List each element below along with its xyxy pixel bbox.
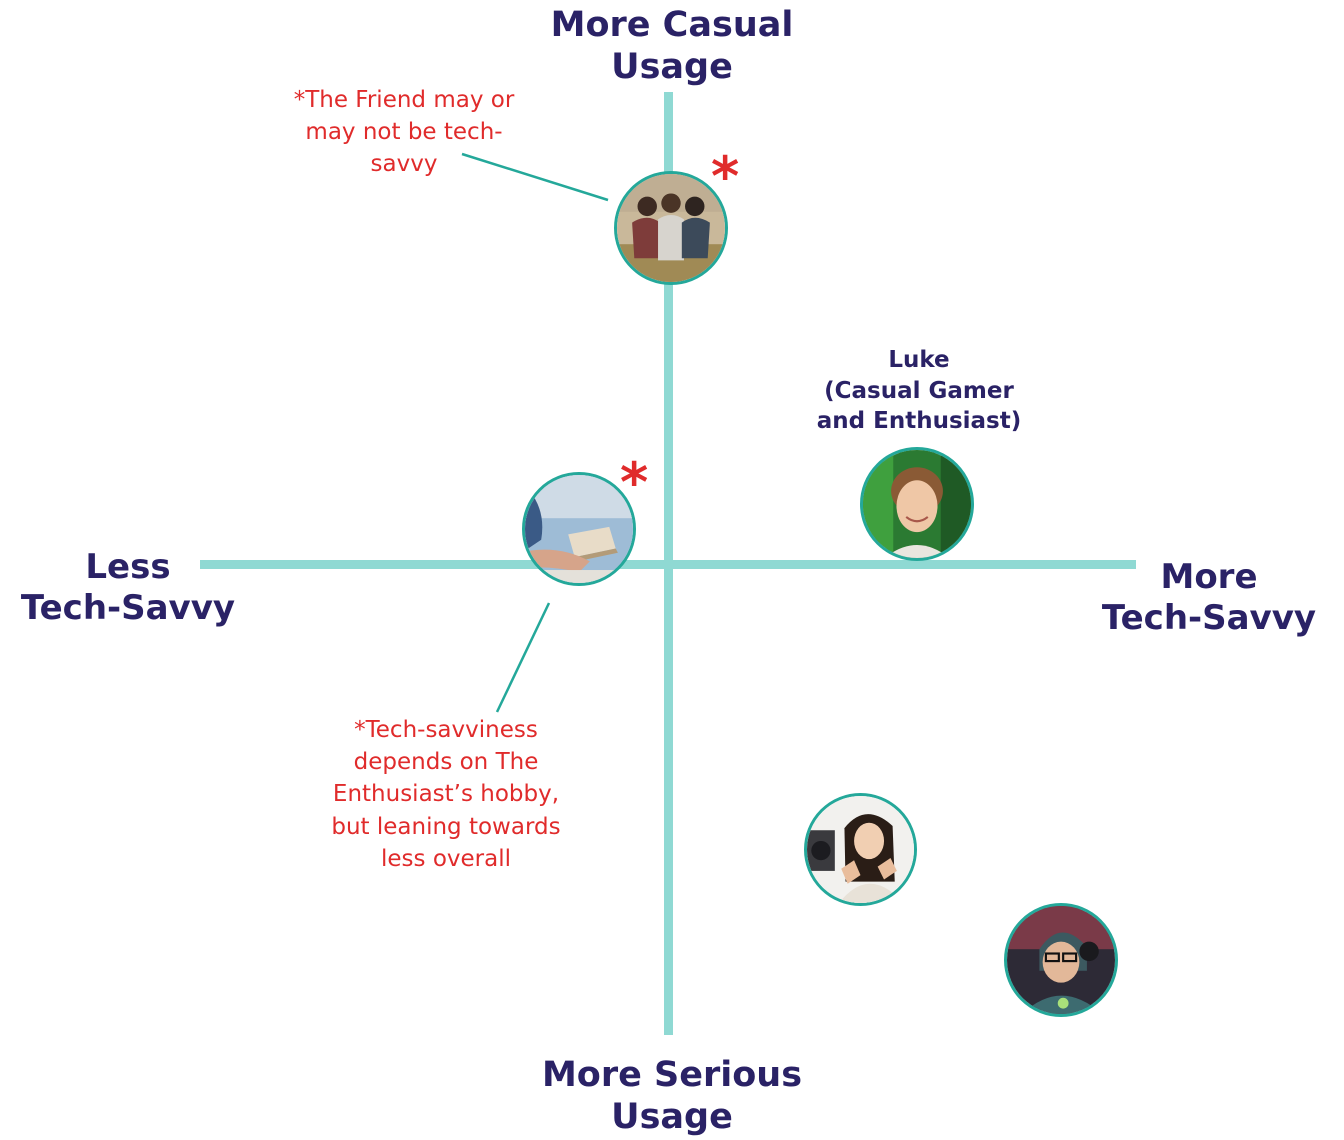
axis-label-top: More Casual Usage xyxy=(550,5,794,87)
luke-avatar xyxy=(860,447,974,561)
creator-avatar xyxy=(804,793,917,906)
enthusiast-leader-line xyxy=(495,602,551,713)
axis-label-bottom: More Serious Usage xyxy=(541,1055,803,1137)
enthusiast-avatar xyxy=(522,472,636,586)
friend-note: *The Friend may or may not be tech- savv… xyxy=(293,87,515,178)
friend-avatar xyxy=(614,171,728,285)
streamer-avatar xyxy=(1004,903,1118,1017)
horizontal-axis xyxy=(200,560,1136,569)
luke-label: Luke (Casual Gamer and Enthusiast) xyxy=(816,347,1022,435)
axis-label-left: Less Tech-Savvy xyxy=(20,547,236,628)
enthusiast-note: *Tech-savviness depends on The Enthusias… xyxy=(331,717,561,872)
axis-label-right: More Tech-Savvy xyxy=(1101,557,1317,638)
